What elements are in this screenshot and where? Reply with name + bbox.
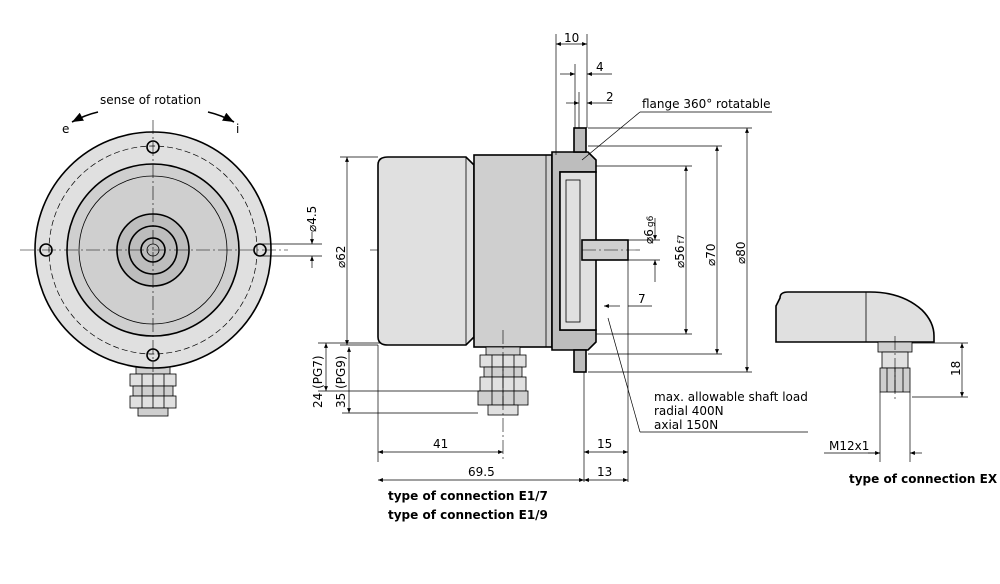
flange-lug-top: [573, 127, 587, 153]
flange-lug-bottom: [573, 349, 587, 373]
dim-69-5: 69.5: [468, 465, 495, 479]
dim-4: 4: [596, 60, 604, 74]
dim-41: 41: [433, 437, 448, 451]
dim-13: 13: [597, 465, 612, 479]
ex-connector-housing: [775, 291, 935, 343]
dim-2: 2: [606, 90, 614, 104]
connection-e19-label: type of connection E1/9: [388, 508, 548, 522]
rotation-i-label: i: [236, 122, 239, 136]
shaft-load-title: max. allowable shaft load: [654, 390, 808, 404]
dim-15: 15: [597, 437, 612, 451]
side-cable-gland: [477, 330, 529, 460]
dim-dia-70: ⌀70: [704, 244, 718, 267]
rotation-arrow-i: [207, 111, 235, 123]
sense-of-rotation-label: sense of rotation: [100, 93, 201, 107]
dim-m12x1: M12x1: [829, 439, 869, 453]
dim-10: 10: [564, 31, 579, 45]
connection-e17-label: type of connection E1/7: [388, 489, 548, 503]
rotation-arrow-e: [71, 111, 99, 123]
shaft-load-axial: axial 150N: [654, 418, 718, 432]
dim-dia-56: ⌀56f7: [673, 235, 687, 268]
shaft-load-radial: radial 400N: [654, 404, 724, 418]
dim-dia-4-5: ⌀4.5: [305, 206, 319, 232]
dim-dia-62: ⌀62: [334, 246, 348, 269]
dim-pg7: 24 (PG7): [311, 355, 325, 408]
connection-ex-label: type of connection EX: [849, 472, 998, 486]
rotation-e-label: e: [62, 122, 69, 136]
side-view: 10 4 2 flange 360° rotatable ⌀62 24 (PG7…: [311, 31, 808, 522]
dim-dia-6: ⌀6g6: [642, 215, 656, 244]
main-body: [473, 154, 553, 348]
front-view: sense of rotation e i ⌀4.5: [20, 93, 322, 417]
dim-pg9: 35 (PG9): [334, 355, 348, 408]
dim-dia-80: ⌀80: [734, 242, 748, 265]
flange-note: flange 360° rotatable: [642, 97, 771, 111]
dim-7: 7: [638, 292, 646, 306]
ex-connector-view: 18 M12x1 type of connection EX: [775, 291, 998, 486]
dim-18: 18: [949, 361, 963, 376]
front-cable-gland: [129, 359, 177, 417]
rear-cover: [377, 156, 475, 346]
